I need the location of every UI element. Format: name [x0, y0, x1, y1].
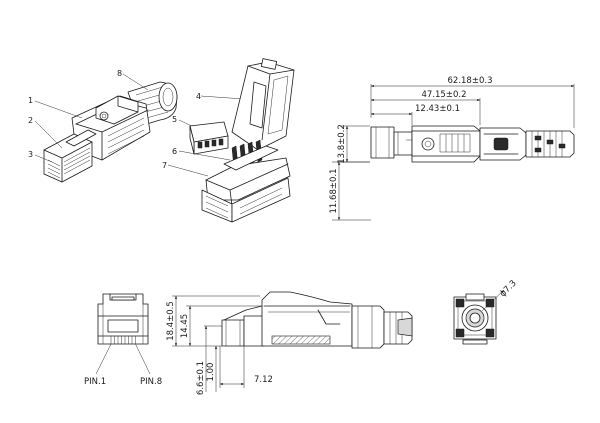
front-view — [95, 293, 151, 375]
side-strain-relief — [525, 130, 575, 158]
dim-overall-length: 62.18±0.3 — [448, 76, 493, 86]
dim-body-height: 13.8±0.2 — [337, 124, 347, 164]
dim-boot-height: 14.45 — [180, 314, 190, 338]
dim-latch-height: 11.68±0.1 — [329, 169, 339, 214]
iso-opened-plug — [201, 58, 295, 223]
side-view-dimensions — [332, 84, 575, 221]
callout-3: 3 — [28, 150, 33, 159]
idc-contacts — [223, 139, 279, 171]
callout-8: 8 — [117, 69, 122, 78]
rear-view — [453, 289, 505, 345]
profile-view — [221, 291, 413, 349]
pin-1-label: PIN.1 — [84, 377, 106, 387]
dim-tip-height: 1.00 — [206, 363, 216, 382]
dim-total-height: 18.4±0.5 — [166, 301, 176, 341]
dim-front-length: 12.43±0.1 — [415, 104, 460, 114]
profile-dimensions — [172, 295, 262, 392]
callout-1: 1 — [28, 96, 33, 105]
dim-contact-height: 6.6±0.1 — [196, 361, 206, 395]
callout-6: 6 — [172, 147, 177, 156]
callout-2: 2 — [28, 116, 33, 125]
iso-callout-leaders — [34, 73, 259, 177]
dim-mid-length: 47.15±0.2 — [422, 90, 467, 100]
front-pin-contacts — [110, 336, 136, 344]
dim-cable-diameter: ϕ7.3 — [498, 279, 519, 300]
callout-7: 7 — [162, 161, 167, 170]
callout-5: 5 — [172, 115, 177, 124]
callout-4: 4 — [196, 92, 201, 101]
dim-tip-length: 7.12 — [254, 375, 273, 385]
pin-8-label: PIN.8 — [140, 377, 162, 387]
iso-wire-organizer — [189, 121, 229, 155]
iso-assembled-plug — [43, 81, 178, 183]
side-view — [370, 125, 575, 163]
